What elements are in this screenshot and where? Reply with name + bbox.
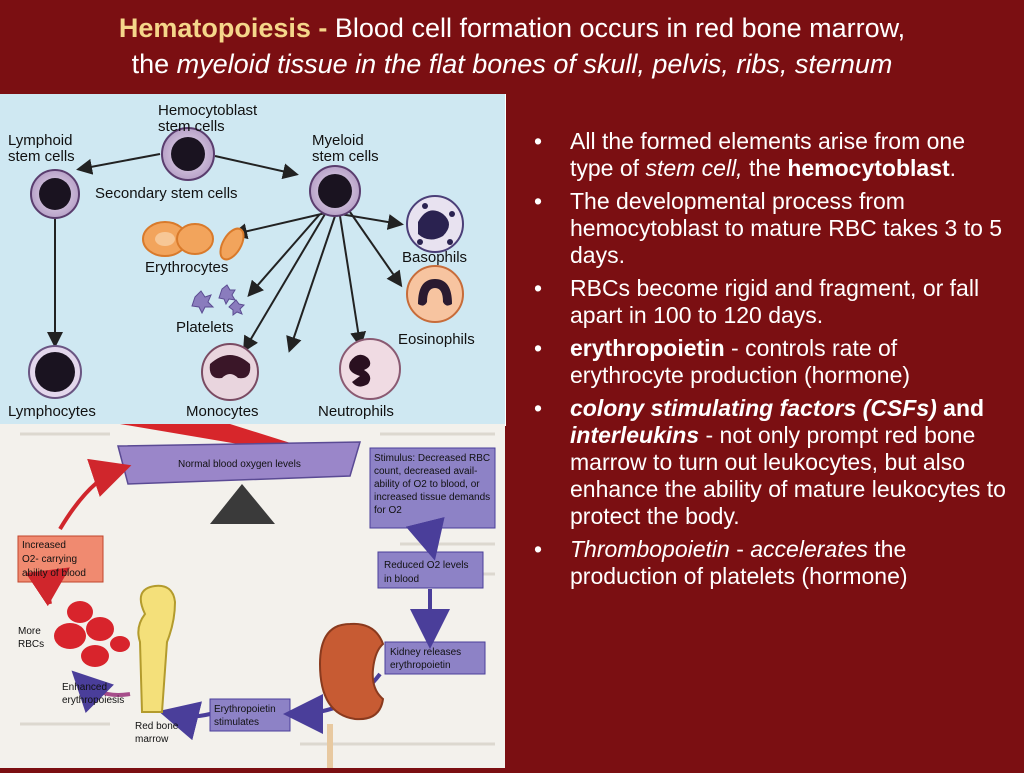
title-line2-prefix: the — [131, 49, 177, 79]
bullet-text: . — [949, 155, 957, 181]
bullet-text: the production of platelets (hormone) — [570, 536, 908, 589]
label-monocytes: Monocytes — [186, 403, 259, 420]
bullet-glyph: • — [534, 395, 543, 421]
bullet-item: • Thrombopoietin - accelerates the produ… — [530, 536, 1010, 590]
label-reduced-1: Reduced O2 levels — [384, 560, 469, 571]
title-line2-italic: myeloid tissue in the flat bones of skul… — [176, 49, 893, 79]
myeloid-stem-cell — [309, 165, 361, 217]
lineage-diagram: Hemocytoblast stem cells Lymphoid stem c… — [8, 102, 475, 420]
bullet-text: - — [729, 536, 751, 562]
label-marrow-1: Red bone — [135, 721, 179, 732]
red-ramp — [120, 424, 300, 446]
bullet-glyph: • — [534, 188, 543, 214]
label-reduced-2: in blood — [384, 574, 419, 585]
bullet-bold: and — [936, 395, 985, 421]
bullet-italic: accelerates — [750, 536, 868, 562]
bullet-italic: stem cell, — [645, 155, 743, 181]
label-epo-1: Erythropoietin — [214, 704, 276, 715]
title-line-2: the myeloid tissue in the flat bones of … — [0, 46, 1024, 82]
lymphocyte-cell — [28, 345, 82, 399]
basophil-cell — [406, 195, 464, 253]
bullet-text: - not only prompt red bone marrow to tur… — [570, 422, 1006, 529]
label-eosinophils: Eosinophils — [398, 331, 475, 348]
label-kidney-2: erythropoietin — [390, 660, 451, 671]
title-line1-rest: Blood cell formation occurs in red bone … — [327, 13, 906, 43]
rbc-cluster — [54, 601, 130, 667]
label-lymphoid-2: stem cells — [8, 148, 75, 165]
label-basophils: Basophils — [402, 249, 467, 266]
label-enhanced-2: erythropoiesis — [62, 695, 124, 706]
label-neutrophils: Neutrophils — [318, 403, 394, 420]
slide-title: Hematopoiesis - Blood cell formation occ… — [0, 10, 1024, 82]
label-epo-2: stimulates — [214, 717, 259, 728]
bullet-item: • colony stimulating factors (CSFs) and … — [530, 395, 1010, 530]
label-normal-o2: Normal blood oxygen levels — [178, 459, 301, 470]
label-lymphocytes: Lymphocytes — [8, 403, 96, 420]
title-term: Hematopoiesis - — [118, 13, 328, 43]
label-increased-2: O2- carrying — [22, 554, 77, 565]
monocyte-cell — [201, 343, 259, 401]
bullet-item: • The developmental process from hemocyt… — [530, 188, 1010, 269]
bullet-glyph: • — [534, 536, 543, 562]
bone-illustration — [137, 584, 177, 713]
label-kidney-1: Kidney releases — [390, 647, 461, 658]
kidney-illustration — [318, 622, 385, 721]
label-myeloid: Myeloid — [312, 132, 364, 149]
label-increased-1: Increased — [22, 540, 66, 551]
bullet-text: All the formed elements arise from one t… — [570, 128, 966, 181]
hemocytoblast-cell — [161, 127, 215, 181]
fulcrum — [210, 484, 275, 524]
erythrocyte-cells — [142, 221, 245, 261]
label-increased-3: ability of blood — [22, 568, 86, 579]
epo-box — [209, 698, 291, 732]
label-stimulus-2: count, decreased avail- — [374, 466, 477, 477]
bullet-text: RBCs become rigid and fragment, or fall … — [570, 275, 980, 328]
feedback-diagram: Normal blood oxygen levels Stimulus: Dec… — [17, 424, 496, 768]
label-stimulus-1: Stimulus: Decreased RBC — [374, 453, 490, 464]
bullet-text: The developmental process from hemocytob… — [570, 188, 1003, 268]
label-more-rbcs-1: More — [18, 626, 41, 637]
label-platelets: Platelets — [176, 319, 234, 336]
neutrophil-cell — [339, 338, 401, 400]
label-stimulus-4: increased tissue demands — [374, 492, 490, 503]
bullet-item: • All the formed elements arise from one… — [530, 128, 1010, 182]
platelet-cells — [191, 284, 246, 316]
lineage-figure: Hemocytoblast stem cells Lymphoid stem c… — [0, 94, 506, 426]
bullet-italic: Thrombopoietin — [570, 536, 730, 562]
bullet-bold-italic: interleukins — [570, 422, 700, 448]
eosinophil-cell — [406, 265, 464, 323]
bullet-bold-italic: colony stimulating factors (CSFs) — [570, 395, 937, 421]
bullet-glyph: • — [534, 128, 543, 154]
bullet-list: • All the formed elements arise from one… — [530, 128, 1010, 596]
bullet-bold: erythropoietin — [570, 335, 725, 361]
label-hemocytoblast: Hemocytoblast — [158, 102, 258, 119]
erythropoiesis-figure: Normal blood oxygen levels Stimulus: Dec… — [0, 424, 505, 768]
label-myeloid-2: stem cells — [312, 148, 379, 165]
label-marrow-2: marrow — [135, 734, 169, 745]
label-hemocytoblast-2: stem cells — [158, 118, 225, 135]
bullet-bold: hemocytoblast — [787, 155, 950, 181]
label-secondary: Secondary stem cells — [95, 185, 238, 202]
label-stimulus-3: ability of O2 to blood, or — [374, 479, 480, 490]
lymphoid-stem-cell — [30, 169, 80, 219]
label-stimulus-5: for O2 — [374, 505, 402, 516]
label-lymphoid: Lymphoid — [8, 132, 72, 149]
bullet-text: the — [742, 155, 788, 181]
bullet-text: - controls rate of erythrocyte productio… — [570, 335, 911, 388]
label-more-rbcs-2: RBCs — [18, 639, 44, 650]
bullet-item: • erythropoietin - controls rate of eryt… — [530, 335, 1010, 389]
bullet-glyph: • — [534, 335, 543, 361]
lineage-arrows — [47, 153, 404, 353]
bullet-item: • RBCs become rigid and fragment, or fal… — [530, 275, 1010, 329]
label-enhanced-1: Enhanced — [62, 682, 107, 693]
bullet-glyph: • — [534, 275, 543, 301]
title-line-1: Hematopoiesis - Blood cell formation occ… — [0, 10, 1024, 46]
label-erythrocytes: Erythrocytes — [145, 259, 228, 276]
